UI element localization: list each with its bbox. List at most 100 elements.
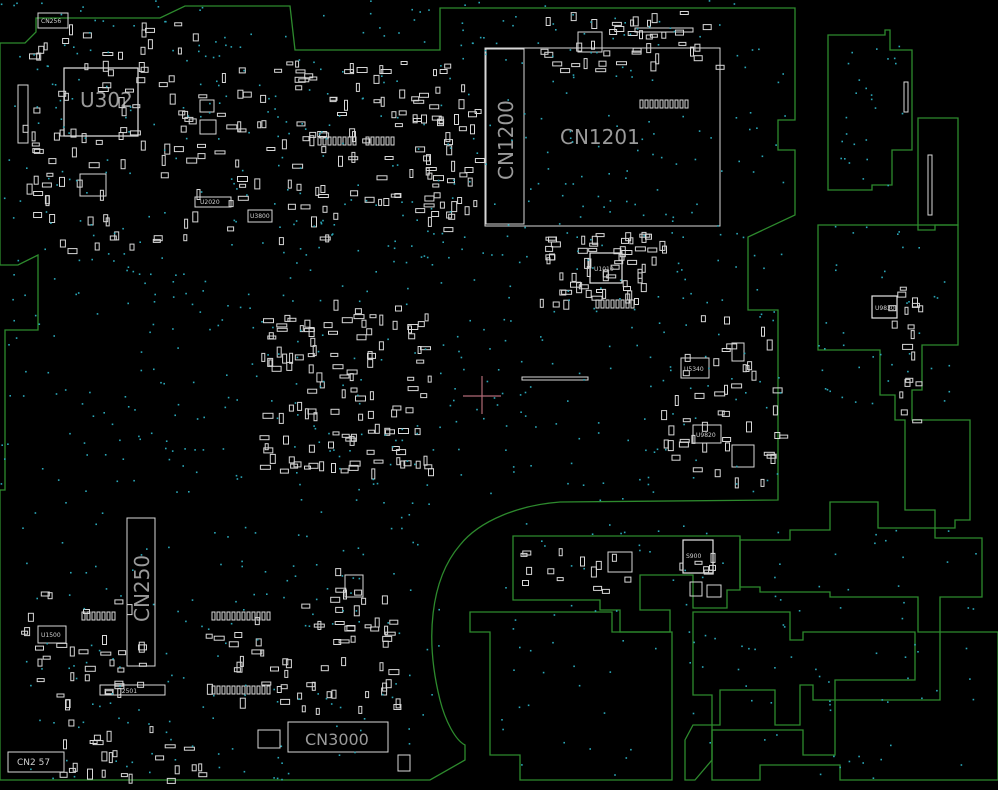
via — [326, 588, 329, 590]
via — [509, 285, 512, 288]
smd-part — [595, 68, 607, 73]
via — [518, 706, 521, 709]
smd-part — [56, 693, 65, 698]
via — [683, 525, 685, 527]
via — [735, 398, 737, 401]
via — [591, 533, 594, 535]
smd-part — [33, 191, 44, 196]
side-header-strip-2[interactable] — [903, 81, 909, 113]
via — [842, 332, 845, 334]
via — [449, 77, 451, 80]
s900-switch[interactable] — [682, 539, 714, 574]
via — [127, 406, 130, 408]
smd-part — [560, 68, 571, 74]
via — [540, 336, 542, 338]
cn1200-connector[interactable] — [485, 48, 525, 225]
cn257-connector[interactable] — [7, 751, 65, 773]
via — [212, 56, 215, 59]
u2020-chip[interactable] — [194, 196, 232, 208]
via — [127, 721, 129, 724]
smd-part — [239, 697, 246, 709]
via — [497, 369, 500, 371]
u1500-chip[interactable] — [37, 625, 67, 644]
smd-part — [439, 69, 448, 74]
via — [208, 112, 211, 114]
left-connector-strip[interactable] — [17, 84, 29, 144]
lower-mid-part-2[interactable] — [706, 584, 722, 598]
via — [272, 326, 274, 329]
via — [84, 137, 87, 139]
inductor-right[interactable] — [731, 444, 755, 468]
lower-mid-chip[interactable] — [607, 551, 633, 573]
upper-regulator-chip[interactable] — [577, 31, 603, 53]
via — [38, 323, 41, 325]
smd-part — [92, 740, 104, 746]
cn256-connector[interactable] — [37, 12, 69, 29]
via — [83, 607, 86, 610]
j2501-connector[interactable] — [99, 684, 166, 696]
via — [250, 33, 252, 36]
via — [405, 303, 408, 306]
smd-part — [561, 289, 573, 295]
via — [34, 512, 37, 514]
via — [576, 268, 578, 270]
resistor-pack-element — [625, 299, 630, 309]
bga-center-strip[interactable] — [521, 376, 589, 381]
cn3000-connector[interactable] — [287, 721, 389, 753]
u3410-chip[interactable] — [79, 173, 107, 197]
smd-part — [419, 92, 429, 98]
via — [325, 697, 328, 700]
smd-part — [474, 109, 482, 114]
q-part-1[interactable] — [199, 119, 217, 135]
via — [106, 159, 109, 161]
smd-part — [70, 672, 75, 682]
lower-fuse[interactable] — [397, 754, 411, 772]
via — [408, 743, 411, 745]
via — [544, 5, 547, 7]
via — [657, 44, 660, 46]
center-lower-part[interactable] — [344, 574, 364, 598]
smd-part — [53, 132, 60, 141]
smd-part — [429, 104, 440, 110]
via — [273, 688, 275, 691]
via — [599, 499, 602, 502]
via — [423, 123, 425, 126]
smd-part — [141, 29, 147, 38]
c3000-capacitor[interactable] — [257, 729, 281, 749]
inductor-small[interactable] — [731, 342, 745, 362]
side-header-strip[interactable] — [927, 154, 933, 216]
via — [535, 426, 537, 428]
via — [431, 264, 434, 266]
via — [187, 115, 190, 117]
via — [103, 412, 105, 414]
u9830-chip[interactable] — [871, 295, 898, 319]
smd-part — [761, 326, 765, 337]
u302-chip[interactable] — [63, 67, 139, 137]
via — [168, 546, 170, 549]
via — [233, 219, 236, 222]
smd-part — [902, 343, 914, 350]
via — [236, 188, 238, 190]
via — [597, 432, 600, 434]
smd-part — [44, 195, 50, 205]
smd-part — [301, 705, 306, 713]
resistor-pack-element — [106, 611, 111, 621]
via — [13, 4, 15, 7]
via — [692, 477, 695, 479]
via — [240, 476, 243, 478]
smd-part — [649, 33, 658, 38]
via — [326, 93, 329, 95]
u3800-chip[interactable] — [247, 209, 273, 223]
smd-part — [714, 469, 721, 478]
smd-part — [343, 589, 347, 600]
resistor-pack-element — [251, 685, 256, 695]
q-part-2[interactable] — [199, 99, 215, 113]
smd-part — [632, 47, 642, 53]
via — [608, 345, 611, 348]
via — [903, 601, 905, 604]
via — [341, 575, 344, 577]
via — [305, 254, 308, 256]
lower-mid-part-1[interactable] — [689, 581, 703, 597]
smd-part — [300, 204, 311, 210]
